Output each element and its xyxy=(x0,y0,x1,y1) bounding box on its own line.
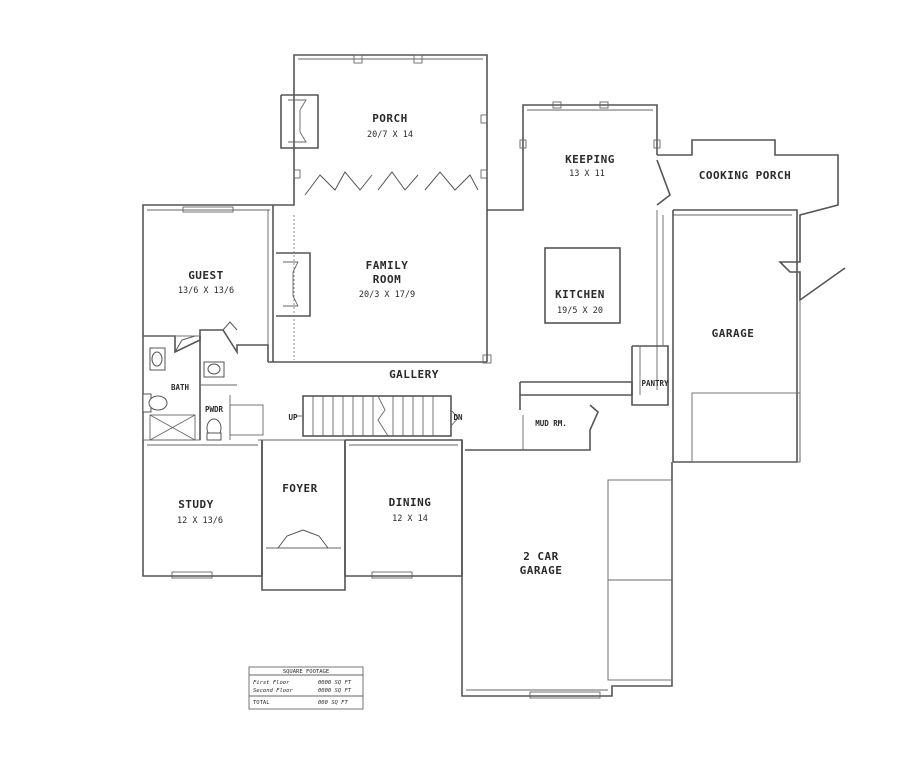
family-room-label-line2: ROOM xyxy=(373,273,402,286)
bath-fixtures xyxy=(142,347,225,441)
dining-label: DINING xyxy=(389,496,432,509)
keeping-dims: 13 X 11 xyxy=(569,169,605,179)
stair-up-label: UP xyxy=(288,413,298,422)
area-row-3-label: TOTAL xyxy=(253,700,270,706)
stair-down-label: DN xyxy=(453,413,463,422)
porch-dims: 20/7 X 14 xyxy=(367,130,413,140)
guest-label: GUEST xyxy=(188,269,224,282)
car-garage-label-line2: GARAGE xyxy=(520,564,563,577)
area-row-3-value: 000 SQ FT xyxy=(318,700,348,706)
exterior-walls xyxy=(142,54,846,699)
pantry-label: PANTRY xyxy=(641,379,669,388)
area-row-2-value: 0000 SQ FT xyxy=(318,688,352,694)
car-garage-label-line1: 2 CAR xyxy=(523,550,559,563)
gallery-label: GALLERY xyxy=(389,368,439,381)
stair-treads xyxy=(312,396,434,436)
kitchen-dims: 19/5 X 20 xyxy=(557,306,603,316)
porch-label: PORCH xyxy=(372,112,408,125)
area-table-title: SQUARE FOOTAGE xyxy=(283,669,329,675)
dining-dims: 12 X 14 xyxy=(392,514,428,524)
porch-doors xyxy=(304,171,479,196)
family-room-dims: 20/3 X 17/9 xyxy=(359,290,415,300)
area-row-1-value: 0000 SQ FT xyxy=(318,680,352,686)
powder-label: PWDR xyxy=(205,405,224,414)
keeping-label: KEEPING xyxy=(565,153,615,166)
area-row-1-label: First Floor xyxy=(253,680,290,686)
cooking-porch-label: COOKING PORCH xyxy=(699,169,792,182)
bath-label: BATH xyxy=(171,383,190,392)
garage-label: GARAGE xyxy=(712,327,755,340)
foyer-label: FOYER xyxy=(282,482,318,495)
area-row-2-label: Second Floor xyxy=(253,688,293,694)
study-label: STUDY xyxy=(178,498,214,511)
square-footage-table: SQUARE FOOTAGE First Floor 0000 SQ FT Se… xyxy=(248,666,364,710)
mud-room-label: MUD RM. xyxy=(535,419,567,428)
kitchen-label: KITCHEN xyxy=(555,288,605,301)
guest-dims: 13/6 X 13/6 xyxy=(178,286,234,296)
family-room-label-line1: FAMILY xyxy=(366,259,409,272)
study-dims: 12 X 13/6 xyxy=(177,516,223,526)
